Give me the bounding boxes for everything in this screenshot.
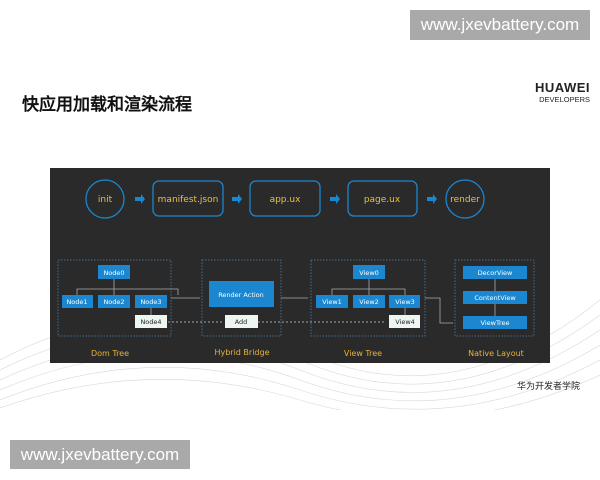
node1: Node1 bbox=[66, 298, 87, 306]
view2: View2 bbox=[359, 298, 379, 306]
flow-page: page.ux bbox=[364, 195, 401, 205]
page-title: 快应用加载和渲染流程 bbox=[22, 95, 192, 115]
huawei-developers-logo: HUAWEI DEVELOPERS bbox=[535, 80, 590, 104]
content-view: ContentView bbox=[474, 294, 516, 302]
view0: View0 bbox=[359, 269, 379, 277]
view-tree-label: View Tree bbox=[344, 349, 382, 358]
flow-diagram: init manifest.json app.ux page.ux render… bbox=[50, 168, 550, 363]
logo-sub: DEVELOPERS bbox=[539, 95, 590, 104]
node0: Node0 bbox=[103, 269, 124, 277]
node2: Node2 bbox=[103, 298, 124, 306]
node3: Node3 bbox=[140, 298, 161, 306]
native-layout-label: Native Layout bbox=[468, 349, 524, 358]
view4: View4 bbox=[395, 318, 415, 326]
footer-text: 华为开发者学院 bbox=[517, 382, 581, 392]
flow-manifest: manifest.json bbox=[158, 195, 219, 205]
node4: Node4 bbox=[140, 318, 161, 326]
render-action: Render Action bbox=[218, 291, 264, 299]
decor-view: DecorView bbox=[478, 269, 513, 277]
add-action: Add bbox=[235, 318, 248, 326]
flow-app: app.ux bbox=[270, 195, 302, 205]
flow-render: render bbox=[450, 195, 480, 205]
view1: View1 bbox=[322, 298, 342, 306]
view-tree-node: ViewTree bbox=[481, 319, 510, 327]
flow-init: init bbox=[98, 195, 113, 205]
watermark-top: www.jxevbattery.com bbox=[410, 10, 590, 40]
view3: View3 bbox=[395, 298, 415, 306]
dom-tree-label: Dom Tree bbox=[91, 349, 129, 358]
logo-brand: HUAWEI bbox=[535, 80, 590, 95]
hybrid-bridge-label: Hybrid Bridge bbox=[214, 348, 269, 357]
watermark-bottom: www.jxevbattery.com bbox=[10, 440, 190, 469]
